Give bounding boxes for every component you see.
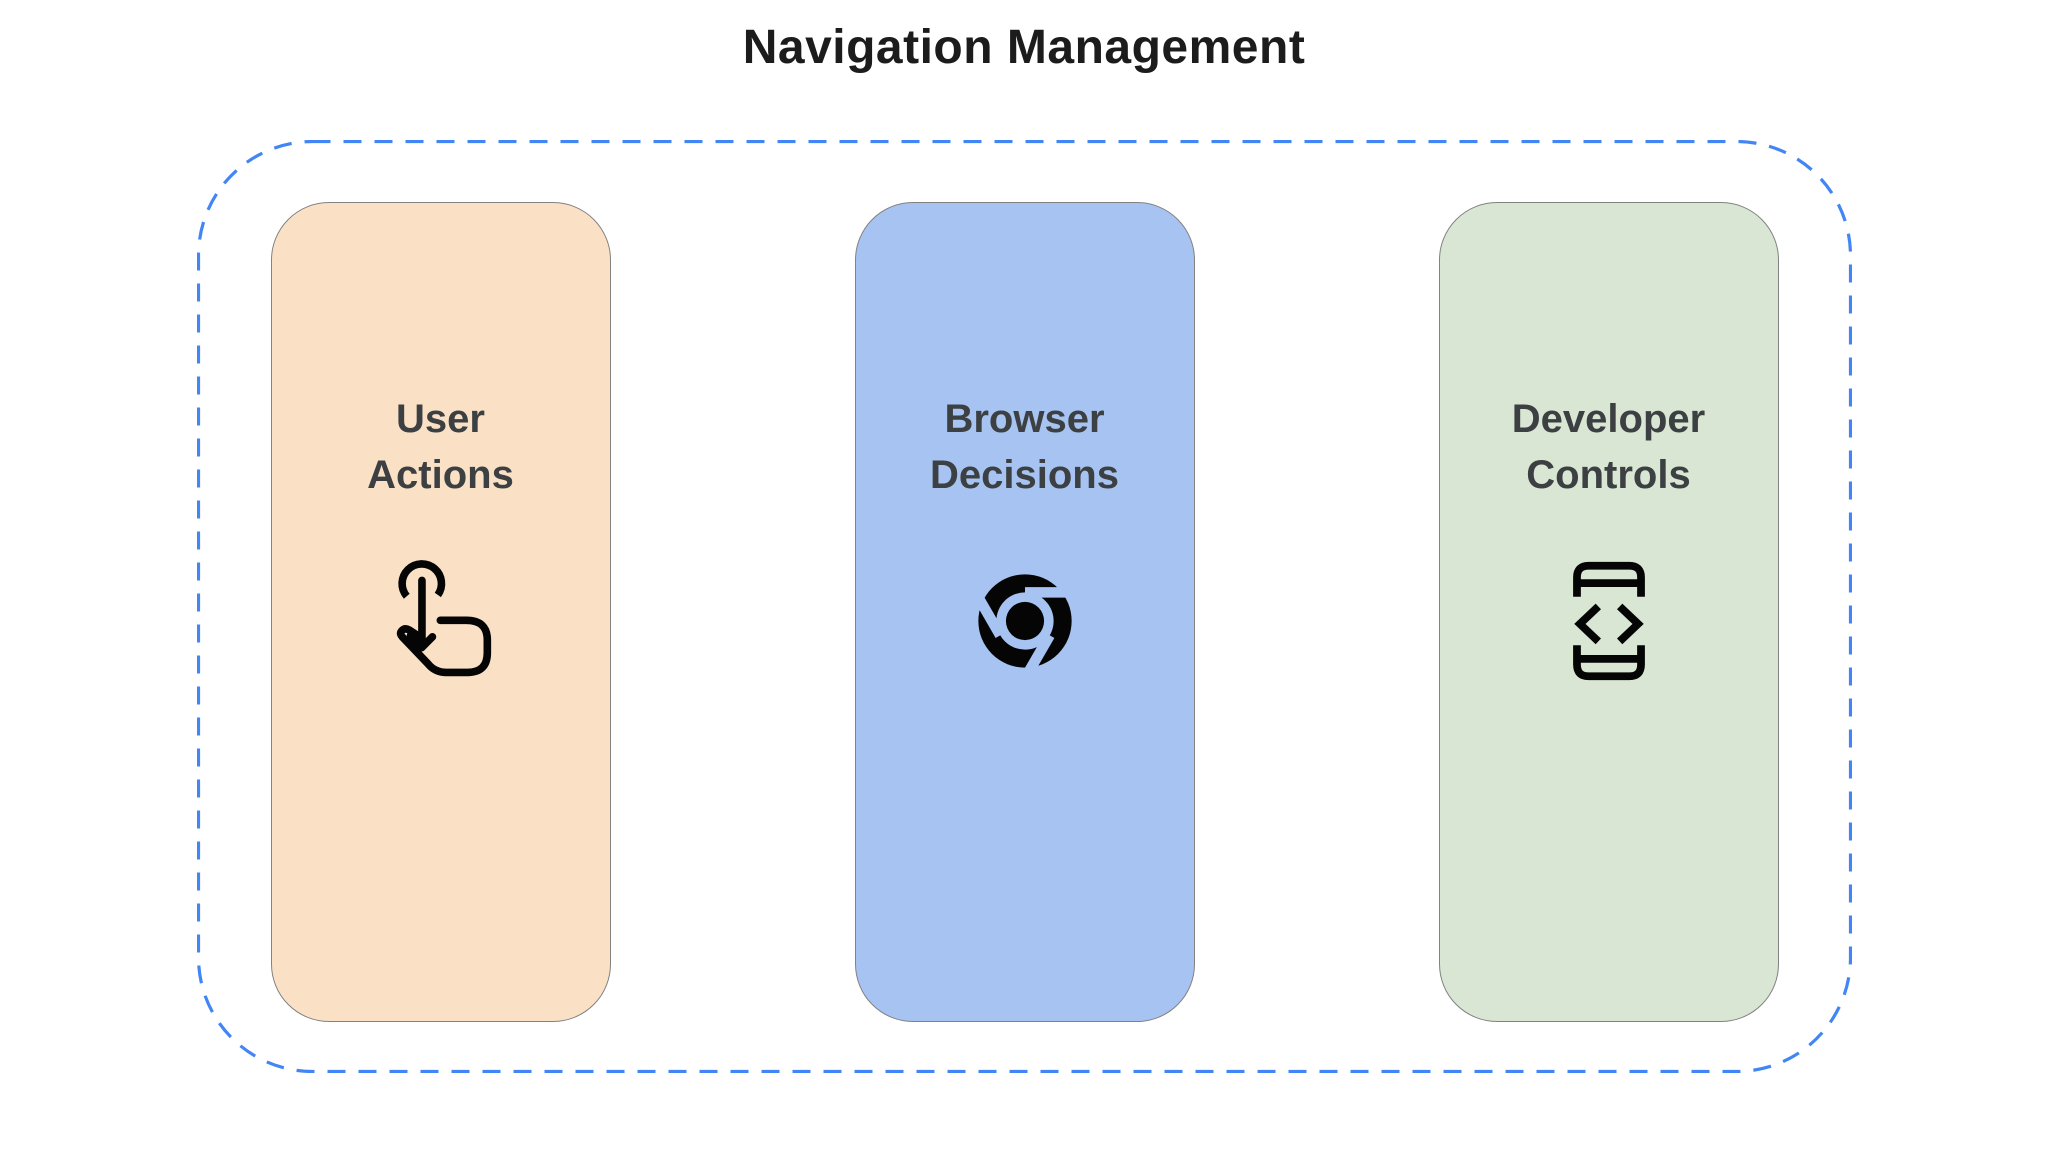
touch-gesture-icon (396, 560, 491, 677)
card-developer-controls-label: Developer Controls (1511, 397, 1706, 497)
page-title: Navigation Management (742, 21, 1306, 74)
card-developer-controls-icon-box (1563, 555, 1655, 687)
navigation-management-group: User Actions Browser Decis (197, 140, 1852, 1073)
card-browser-decisions: Browser Decisions (854, 202, 1195, 1022)
card-user-actions-label: User Actions (367, 397, 514, 497)
chrome-browser-icon (971, 574, 1078, 674)
card-browser-decisions-icon-box (971, 555, 1078, 687)
dashed-frame-border (197, 140, 1852, 1073)
card-user-actions-icon-box (387, 555, 495, 687)
developer-mode-icon (1572, 561, 1645, 681)
card-developer-controls: Developer Controls (1438, 202, 1779, 1022)
card-user-actions: User Actions (270, 202, 611, 1022)
card-browser-decisions-label: Browser Decisions (930, 397, 1119, 497)
card-row: User Actions Browser Decis (197, 140, 1852, 1073)
